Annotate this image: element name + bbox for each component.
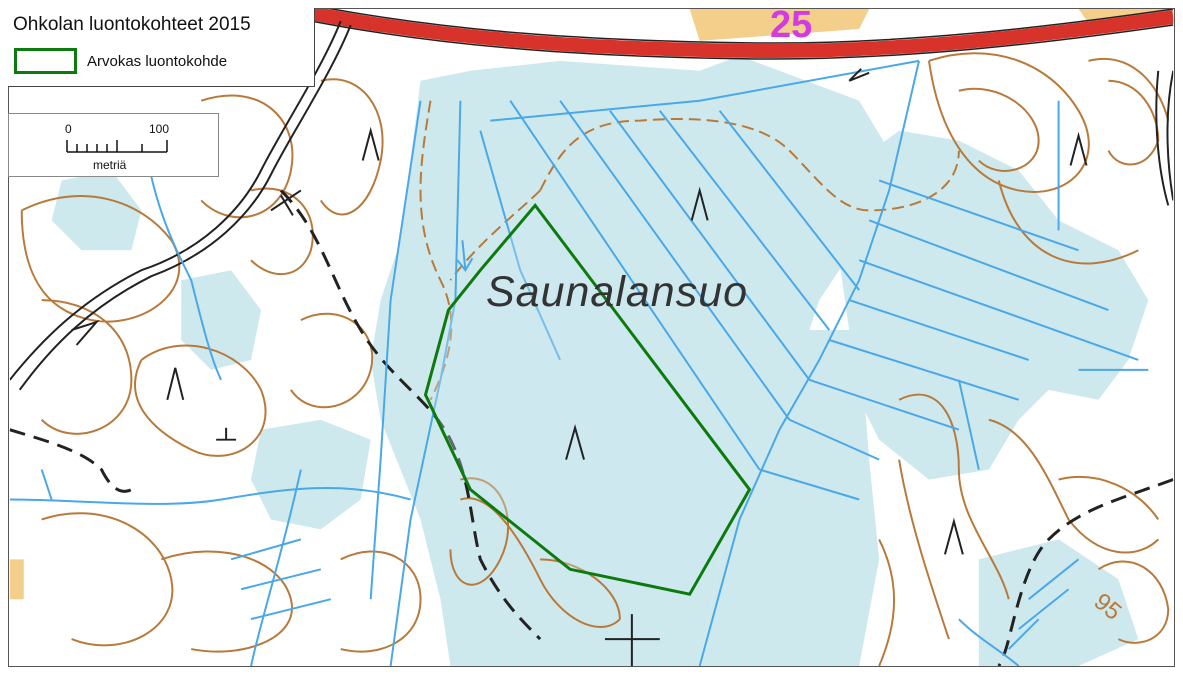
scale-bar: 0 100 metriä bbox=[8, 113, 219, 177]
footpaths bbox=[9, 189, 1174, 666]
legend-label: Arvokas luontokohde bbox=[87, 53, 228, 70]
map-title: Ohkolan luontokohteet 2015 bbox=[13, 14, 251, 35]
scale-start-label: 0 bbox=[65, 122, 72, 136]
topographic-map[interactable] bbox=[8, 8, 1175, 667]
valuable-nature-site-boundary[interactable] bbox=[423, 203, 752, 596]
scale-unit-label: metriä bbox=[93, 158, 127, 172]
drainage-ditches bbox=[9, 59, 1149, 666]
contour-lines bbox=[20, 52, 1170, 666]
legend-swatch-green-outline bbox=[14, 48, 77, 74]
road-number-label: 25 bbox=[770, 4, 813, 46]
highway-road bbox=[299, 9, 1174, 60]
scale-ruler bbox=[66, 140, 168, 153]
marsh-symbols bbox=[166, 126, 1088, 555]
map-legend: Ohkolan luontokohteet 2015 Arvokas luont… bbox=[8, 8, 315, 87]
scale-end-label: 100 bbox=[149, 122, 170, 136]
place-name-label: Saunalansuo bbox=[486, 268, 749, 316]
map-symbols bbox=[71, 68, 870, 666]
stream-arrow bbox=[456, 240, 474, 272]
dashed-contour-lines bbox=[419, 100, 960, 401]
